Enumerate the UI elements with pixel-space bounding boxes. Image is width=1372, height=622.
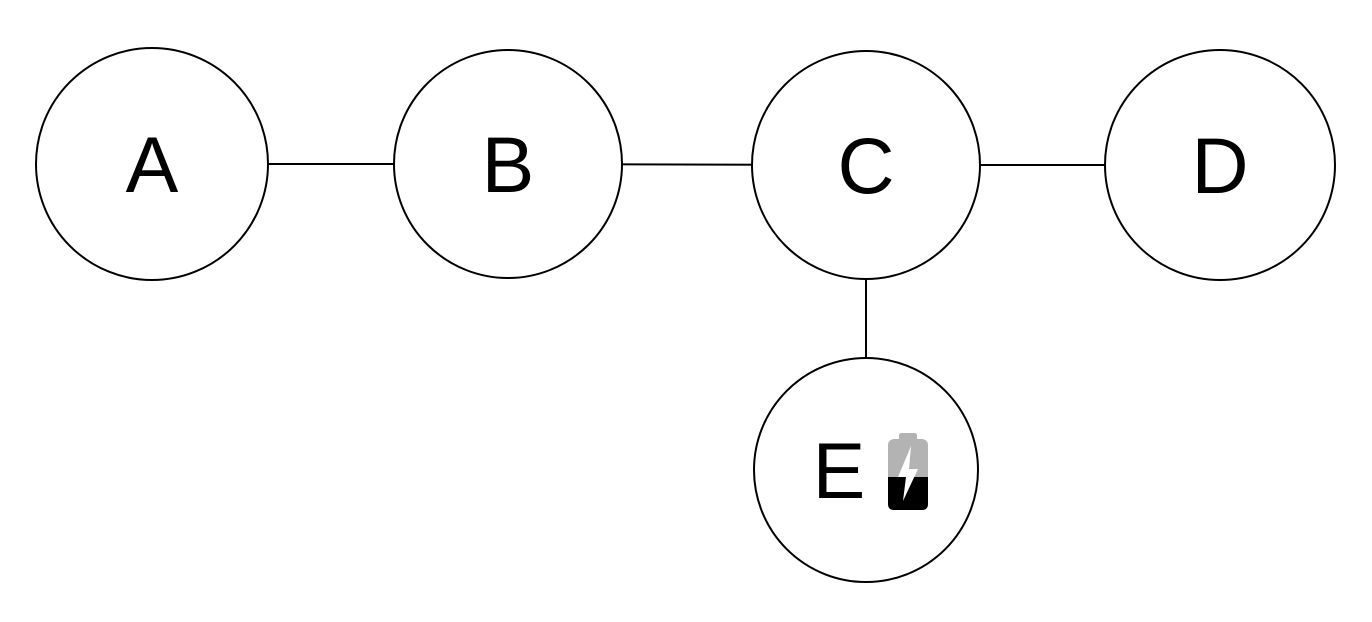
node-C: C <box>751 50 981 280</box>
node-D-circle <box>1104 49 1336 281</box>
node-A-label: A <box>126 120 179 209</box>
edges-layer <box>152 163 1220 470</box>
node-A-circle <box>35 47 269 281</box>
node-B: B <box>393 49 623 279</box>
nodes-layer: A B C D E <box>35 47 1336 583</box>
node-A: A <box>35 47 269 281</box>
node-B-label: B <box>482 120 535 209</box>
battery-charging-icon <box>888 433 928 510</box>
node-E-circle <box>753 357 979 583</box>
node-C-circle <box>751 50 981 280</box>
node-C-label: C <box>837 121 894 210</box>
node-D-label: D <box>1191 121 1248 210</box>
node-E-label: E <box>813 426 866 515</box>
node-E: E <box>753 357 979 583</box>
node-D: D <box>1104 49 1336 281</box>
node-B-circle <box>393 49 623 279</box>
